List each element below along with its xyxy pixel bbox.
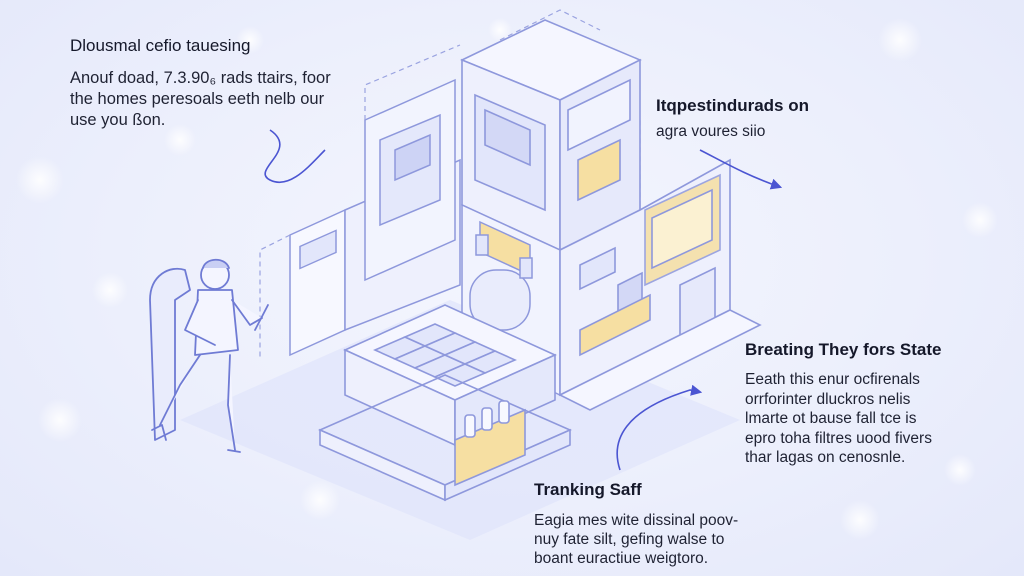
callout-line: Eeath this enur ocfirenals [745, 371, 920, 389]
annotation-arrows [264, 129, 783, 471]
callout-bottom-title: Tranking Saff [534, 480, 642, 499]
callout-line: boant euractiue weigtoro. [534, 550, 709, 568]
callout-bottom: Tranking Saff Eagia mes wite dissinal po… [534, 480, 738, 569]
arrow-top-right [699, 149, 783, 190]
callout-line: Eagia mes wite dissinal poov- [534, 512, 739, 530]
person-figure [149, 258, 269, 453]
right-module [558, 158, 762, 411]
callout-mid-right-body: Eeath this enur ocfirenals orrforinter d… [745, 370, 942, 467]
callout-top-right: Itqpestindurads on agra voures siio [656, 96, 809, 143]
callout-top-left: Dlousmal cefio tauesing Anouf doad, 7.3.… [70, 36, 331, 131]
callout-top-right-body: agra voures siio [656, 122, 809, 142]
callout-line: orrforinter dluckros nelis [745, 390, 911, 408]
callout-line: agra voures siio [656, 123, 766, 141]
central-tower [460, 19, 642, 252]
callout-line: nuy fate silt, gefing walse to [534, 531, 725, 549]
callout-line: the homes peresoals eeth nelb our [70, 90, 325, 109]
callout-mid-right-title: Breating They fors State [745, 340, 942, 359]
callout-line: lmarte ot bause fall tce is [745, 410, 917, 428]
callout-top-left-body: Anouf doad, 7.3.90₆ rads ttairs, foor th… [70, 68, 331, 130]
callout-line: Anouf doad, 7.3.90₆ rads ttairs, foor [70, 69, 331, 88]
callout-top-left-title: Dlousmal cefio tauesing [70, 36, 251, 55]
dashed-guides [259, 9, 641, 360]
front-tray-unit [318, 304, 572, 502]
callout-line: use you ßon. [70, 110, 166, 129]
callout-top-right-title: Itqpestindurads on [656, 96, 809, 115]
left-back-wall [289, 78, 461, 357]
arrow-mid-right [616, 384, 703, 471]
callout-line: epro toha filtres uood fivers [745, 429, 932, 447]
callout-mid-right: Breating They fors State Eeath this enur… [745, 340, 942, 467]
callout-line: thar lagas on cenosnle. [745, 448, 906, 466]
callout-bottom-body: Eagia mes wite dissinal poov- nuy fate s… [534, 512, 738, 569]
arrow-top-left [264, 129, 326, 183]
